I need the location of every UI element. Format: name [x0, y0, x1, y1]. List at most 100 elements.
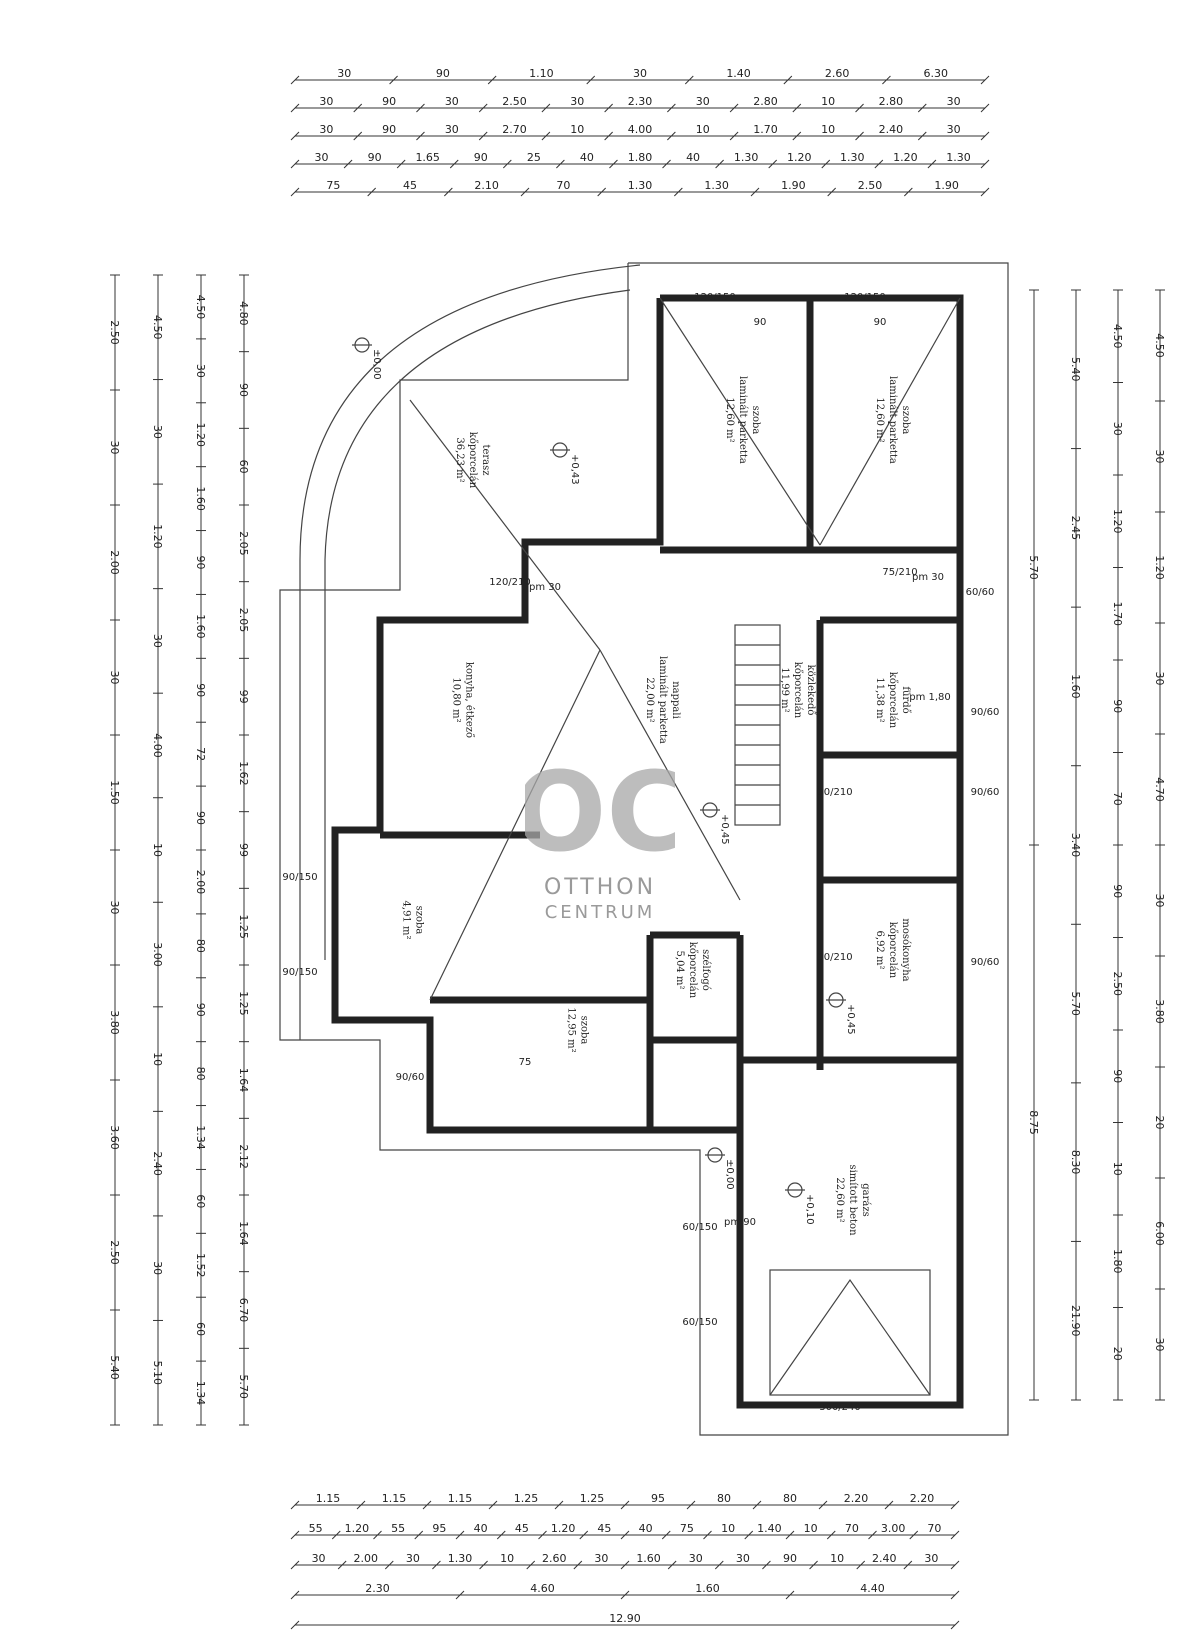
dimension-label: 10: [151, 843, 164, 857]
dimension-label: 1.10: [529, 67, 554, 80]
dimension-label: 5.70: [1027, 555, 1040, 580]
dimension-label: 1.25: [237, 991, 250, 1016]
dimension-label: 1.15: [448, 1492, 473, 1505]
dimension-label: 2.60: [825, 67, 850, 80]
dimension-label: 1.30: [448, 1552, 473, 1565]
dimension-label: 80: [717, 1492, 731, 1505]
dimension-label: 30: [151, 1261, 164, 1275]
dimension-label: 3.60: [108, 1125, 121, 1150]
dimension-label: 1.20: [194, 422, 207, 447]
dimension-tick: [573, 1560, 583, 1570]
dimension-label: 1.15: [382, 1492, 407, 1505]
dimension-label: 4.80: [237, 301, 250, 326]
dimension-label: 25: [527, 151, 541, 164]
svg-text:OC: OC: [525, 748, 675, 876]
exterior-wall: [331, 294, 964, 1409]
level-value: +0,45: [845, 1004, 856, 1035]
oc-monogram-icon: OC: [513, 748, 687, 876]
dimension-label: 70: [927, 1522, 941, 1535]
dimension-label: 1.20: [1111, 509, 1124, 534]
opening-size: 75: [519, 1057, 532, 1068]
dimension-tick: [373, 1530, 382, 1540]
dimension-tick: [950, 1530, 960, 1540]
room-label-text: terasz: [480, 444, 491, 475]
dimension-tick: [927, 159, 937, 169]
dimension-label: 30: [924, 1552, 938, 1565]
dimension-label: 70: [556, 179, 570, 192]
dimension-tick: [290, 1590, 300, 1600]
garage-roof-hip: [769, 1278, 931, 1396]
dimension-label: 10: [721, 1522, 735, 1535]
dimension-label: 1.20: [551, 1522, 576, 1535]
dimension-label: 30: [312, 1552, 326, 1565]
dimension-label: 10: [570, 123, 584, 136]
dimension-label: 10: [696, 123, 710, 136]
dimension-label: 5.10: [151, 1360, 164, 1385]
dimension-label: 90: [474, 151, 488, 164]
dimension-label: 4.50: [1111, 324, 1124, 349]
dimension-tick: [855, 131, 864, 141]
dimension-label: 20: [1111, 1347, 1124, 1361]
dimension-label: 90: [194, 1003, 207, 1017]
room-label-text: 12,60 m²: [724, 397, 735, 442]
dimension-tick: [980, 159, 990, 169]
room-label-text: kőporcelán: [887, 672, 898, 729]
opening-size: 300/240: [819, 1402, 861, 1413]
dimension-label: 45: [403, 179, 417, 192]
dimension-label: 99: [237, 843, 250, 857]
dimension-label: 10: [821, 123, 835, 136]
room-label-text: mosókonyha: [900, 918, 911, 981]
room-label-text: szoba: [579, 1016, 590, 1045]
dimension-tick: [729, 103, 739, 113]
dimension-label: 4.50: [151, 315, 164, 340]
dimension-label: 2.45: [1069, 516, 1082, 541]
dimension-tick: [496, 1530, 506, 1540]
dimension-tick: [443, 187, 453, 197]
dimension-label: 30: [445, 95, 459, 108]
dimension-tick: [950, 1500, 960, 1510]
opening-size: 90/60: [396, 1072, 425, 1083]
room-label-text: közlekedő: [805, 665, 816, 716]
dimension-tick: [520, 187, 530, 197]
opening-size: pm 30: [912, 572, 944, 583]
dimension-tick: [909, 1530, 919, 1540]
dimension-label: 1.64: [237, 1221, 250, 1246]
dimension-label: 40: [686, 151, 700, 164]
dimension-label: 1.80: [1111, 1249, 1124, 1274]
dimension-label: 2.05: [237, 608, 250, 633]
dimension-label: 2.50: [108, 320, 121, 345]
dimension-label: 90: [783, 1552, 797, 1565]
room-label-text: 4,91 m²: [401, 901, 412, 940]
room-label-text: kőporcelán: [792, 662, 803, 719]
roof-hip-line: [409, 399, 601, 651]
dimension-label: 30: [151, 425, 164, 439]
dimension-label: 30: [570, 95, 584, 108]
dimension-tick: [604, 131, 613, 141]
room-label-text: 10,80 m²: [451, 677, 462, 722]
dimension-tick: [449, 159, 459, 169]
level-value: ±0,00: [724, 1159, 735, 1190]
dimension-tick: [343, 159, 353, 169]
dimension-label: 4.50: [1153, 333, 1166, 358]
dimension-label: 2.50: [502, 95, 527, 108]
dimension-label: 1.30: [946, 151, 971, 164]
room-label-text: konyha, étkező: [464, 662, 475, 738]
dimension-label: 1.30: [840, 151, 865, 164]
dimension-tick: [661, 1530, 671, 1540]
dimension-tick: [356, 1500, 366, 1510]
staircase: [734, 624, 781, 826]
dimension-tick: [422, 1500, 432, 1510]
dimension-tick: [980, 131, 990, 141]
dimension-label: 90: [382, 95, 396, 108]
dimension-label: 2.40: [872, 1552, 897, 1565]
dimension-label: 1.25: [580, 1492, 605, 1505]
dimension-label: 30: [315, 151, 329, 164]
opening-size: 90: [754, 317, 767, 328]
dimension-label: 1.20: [893, 151, 918, 164]
